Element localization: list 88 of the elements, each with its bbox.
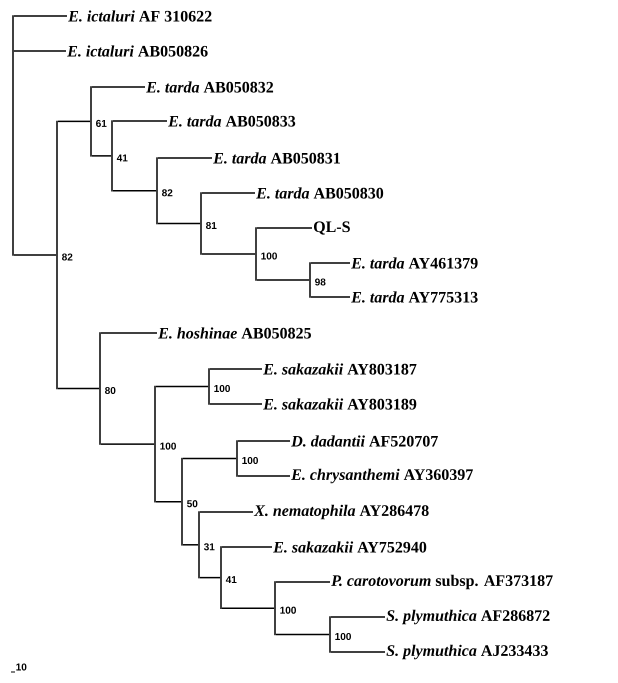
branch-line	[158, 222, 200, 224]
bootstrap-value: 61	[96, 120, 107, 127]
branch-line	[238, 475, 290, 477]
branch-line	[58, 388, 100, 390]
leaf-label: QL-S	[314, 221, 350, 235]
bootstrap-value: 82	[162, 189, 172, 196]
leaf-label: E. sakazakii AY752940	[273, 541, 426, 553]
branch-line	[256, 227, 312, 229]
bootstrap-value: 41	[116, 154, 128, 162]
branch-line	[330, 616, 385, 618]
leaf-label: S. plymuthica AJ233433	[386, 644, 548, 660]
branch-line	[181, 458, 183, 546]
branch-line	[14, 15, 67, 17]
bootstrap-value: 81	[206, 222, 217, 230]
branch-line	[222, 607, 274, 609]
branch-line	[111, 120, 113, 192]
bootstrap-value: 100	[280, 606, 296, 614]
leaf-label: X. nematophila AY286478	[254, 504, 429, 520]
branch-line	[14, 254, 56, 256]
scale-bar: 10	[10, 663, 26, 672]
branch-line	[58, 120, 90, 122]
leaf-label: E. chrysanthemi AY360397	[291, 468, 473, 484]
branch-line	[90, 86, 92, 157]
branch-line	[100, 443, 154, 445]
branch-line	[238, 440, 290, 442]
branch-line	[236, 440, 238, 477]
branch-line	[202, 192, 255, 194]
bootstrap-value: 41	[226, 576, 237, 584]
branch-line	[255, 227, 257, 281]
bootstrap-value: 100	[261, 252, 277, 260]
branch-line	[112, 120, 167, 122]
branch-line	[210, 368, 262, 370]
branch-line	[12, 15, 14, 256]
branch-line	[222, 546, 272, 548]
leaf-label: E. ictaluri AF 310622	[68, 10, 212, 22]
branch-line	[310, 296, 350, 298]
leaf-label: S. plymuthica AF286872	[386, 610, 550, 624]
branch-line	[309, 262, 311, 298]
branch-line	[210, 403, 262, 405]
leaf-label: E. hoshinae AB050825	[158, 327, 311, 339]
bootstrap-value: 31	[204, 543, 215, 550]
branch-line	[99, 332, 101, 445]
branch-line	[329, 616, 331, 653]
branch-line	[154, 386, 156, 502]
leaf-label: E. tarda AB050830	[256, 187, 384, 199]
bootstrap-value: 50	[187, 500, 198, 508]
bootstrap-value: 100	[214, 384, 230, 392]
bootstrap-value: 82	[62, 253, 72, 261]
branch-line	[156, 386, 208, 388]
leaf-label: E. tarda AB050832	[146, 81, 274, 93]
leaf-label: E. tarda AY461379	[351, 257, 478, 269]
leaf-label: P. carotovorum subsp. AF373187	[331, 574, 553, 590]
leaf-label: E. tarda AB050831	[213, 152, 340, 164]
leaf-label: E. tarda AY775313	[351, 291, 478, 303]
branch-line	[92, 155, 112, 157]
branch-line	[182, 544, 198, 546]
bootstrap-value: 98	[315, 278, 326, 286]
branch-line	[200, 192, 202, 255]
branch-line	[112, 190, 156, 192]
bootstrap-value: 100	[335, 632, 351, 640]
branch-line	[330, 651, 385, 653]
bootstrap-value: 100	[160, 442, 176, 450]
leaf-label: E. tarda AB050833	[168, 115, 296, 127]
branch-line	[200, 576, 220, 578]
branch-line	[182, 458, 236, 460]
branch-line	[56, 120, 58, 390]
leaf-label: E. sakazakii AY803189	[263, 398, 416, 410]
branch-line	[158, 157, 212, 159]
branch-line	[274, 581, 276, 636]
branch-line	[276, 634, 330, 636]
leaf-label: E. sakazakii AY803187	[263, 363, 416, 375]
branch-line	[14, 50, 66, 52]
branch-line	[92, 86, 145, 88]
branch-line	[156, 157, 158, 224]
leaf-label: E. ictaluri AB050826	[67, 45, 208, 57]
branch-line	[100, 332, 157, 334]
branch-line	[256, 279, 310, 281]
bootstrap-value: 100	[242, 456, 258, 464]
branch-line	[220, 546, 222, 609]
branch-line	[198, 511, 200, 578]
branch-line	[276, 581, 330, 583]
branch-line	[208, 368, 210, 405]
leaf-label: D. dadantii AF520707	[291, 435, 438, 447]
bootstrap-value: 80	[105, 386, 116, 394]
branch-line	[310, 262, 350, 264]
branch-line	[200, 511, 253, 513]
branch-line	[202, 253, 256, 255]
branch-line	[156, 500, 182, 502]
